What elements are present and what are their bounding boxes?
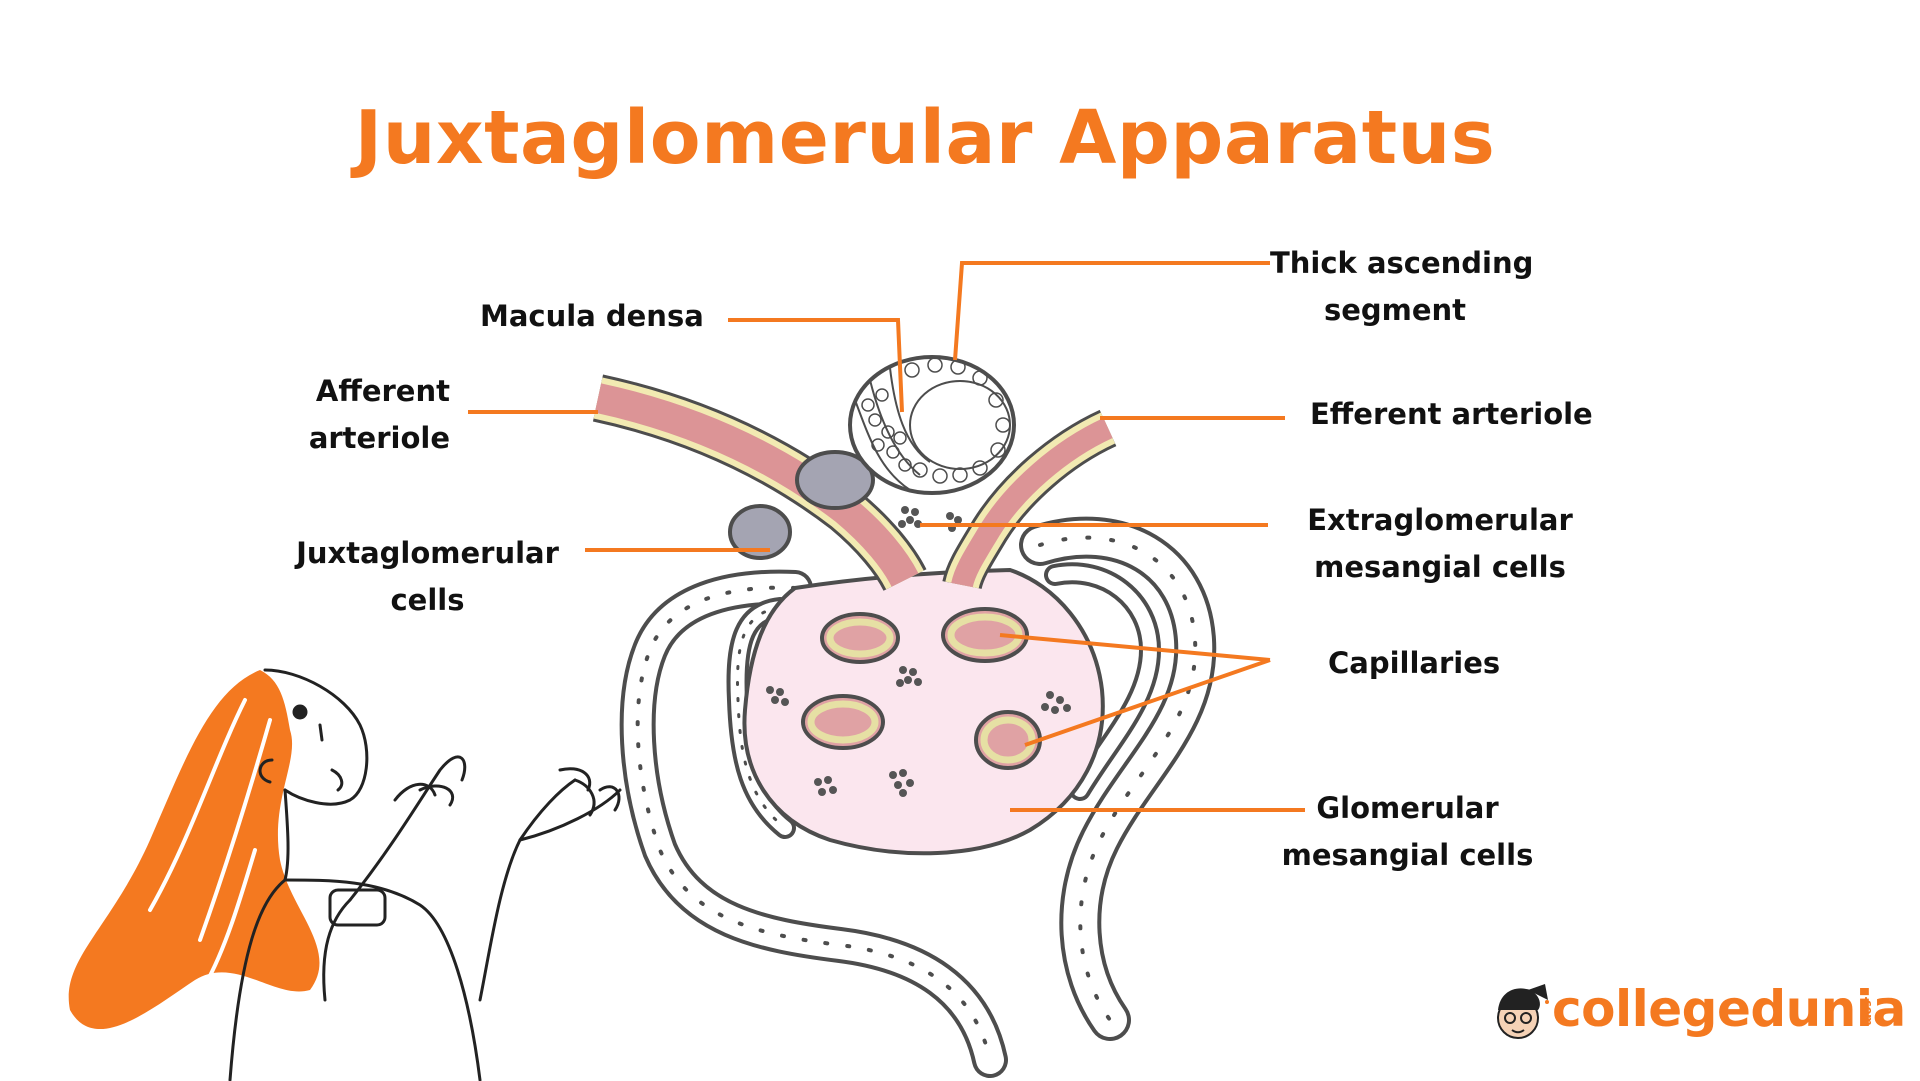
bowman-capsule-inner-layer (726, 597, 796, 839)
leader-thick-ascending (953, 261, 1270, 361)
label-glomerular-line2: mesangial cells (1281, 838, 1534, 872)
capillaries (801, 607, 1042, 770)
label-thick-ascending-line1: Thick ascending (1270, 246, 1534, 280)
leader-capillaries-1 (999, 633, 1271, 662)
label-afferent-arteriole: Afferent arteriole (280, 368, 450, 462)
label-macula-densa: Macula densa (480, 299, 704, 333)
brand-suffix: .com (1862, 996, 1875, 1026)
label-thick-ascending-segment: Thick ascending segment (1270, 240, 1534, 334)
label-juxtaglomerular-line2: cells (390, 583, 465, 617)
diagram-title: Juxtaglomerular Apparatus (354, 95, 1496, 181)
thick-ascending-segment (848, 355, 1016, 495)
efferent-arteriole (942, 409, 1117, 590)
label-efferent-arteriole: Efferent arteriole (1310, 397, 1593, 431)
woman-illustration (68, 668, 622, 1081)
brand-mascot-icon (1497, 984, 1549, 1039)
juxtaglomerular-cells (728, 450, 875, 560)
bowman-capsule-outer-cells (619, 569, 1008, 1078)
label-afferent-line2: arteriole (308, 421, 450, 455)
leader-lines (468, 261, 1305, 812)
glomerular-mesangial-cells (766, 666, 1071, 797)
leader-macula-densa (728, 318, 904, 413)
leader-capillaries-2 (1024, 658, 1271, 747)
label-extraglomerular-line2: mesangial cells (1314, 550, 1566, 584)
label-juxtaglomerular-line1: Juxtaglomerular (296, 536, 559, 570)
extraglomerular-mesangial-cells (898, 506, 962, 532)
label-capillaries: Capillaries (1328, 646, 1501, 680)
brand-name: collegedunia (1552, 980, 1906, 1038)
label-juxtaglomerular-cells: Juxtaglomerular cells (290, 530, 565, 624)
label-afferent-line1: Afferent (315, 374, 450, 408)
label-thick-ascending-line2: segment (1323, 293, 1467, 327)
label-glomerular-line1: Glomerular (1316, 791, 1499, 825)
label-extraglomerular-mesangial-cells: Extraglomerular mesangial cells (1300, 497, 1580, 591)
label-extraglomerular-line1: Extraglomerular (1307, 503, 1573, 537)
label-glomerular-mesangial-cells: Glomerular mesangial cells (1275, 785, 1540, 879)
